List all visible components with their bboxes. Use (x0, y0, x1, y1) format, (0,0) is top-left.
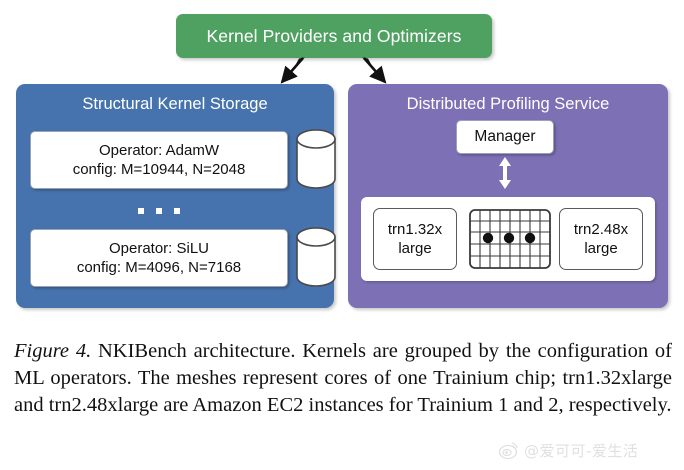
ellipsis-dot (174, 208, 180, 214)
connector-green-to-storage (280, 57, 305, 84)
ellipsis-indicator (30, 202, 288, 220)
kernel-providers-label: Kernel Providers and Optimizers (206, 25, 462, 46)
panel-storage-title: Structural Kernel Storage (82, 95, 268, 113)
core-mesh-icon (469, 209, 551, 269)
instance-trn2-line1: trn2.48x (573, 221, 629, 238)
figure-diagram: Kernel Providers and Optimizers Structur… (16, 14, 668, 308)
figure-caption-text: NKIBench architecture. Kernels are group… (14, 340, 672, 416)
instance-trn1-line1: trn1.32x (387, 221, 443, 238)
panel-profiling-title: Distributed Profiling Service (406, 95, 610, 113)
ellipsis-dot (138, 208, 144, 214)
figure-caption: Figure 4. NKIBench architecture. Kernels… (14, 338, 672, 419)
operator-card-adamw-operator: Operator: AdamW (98, 142, 220, 159)
instance-trn2-line2: large (584, 240, 618, 257)
ellipsis-dot (156, 208, 162, 214)
figure-caption-label: Figure 4. (14, 340, 92, 362)
instance-trn2-48xlarge: trn2.48x large (559, 208, 643, 270)
manager-label: Manager (474, 128, 536, 145)
mesh-dot (482, 232, 494, 244)
operator-card-silu-config: config: M=4096, N=7168 (76, 259, 242, 276)
instance-trn1-32xlarge: trn1.32x large (373, 208, 457, 270)
manager-link-arrow-icon (499, 157, 511, 189)
weibo-icon (498, 442, 518, 460)
instances-container: trn1.32x large (361, 197, 655, 281)
operator-card-adamw: Operator: AdamW config: M=10944, N=2048 (30, 131, 288, 189)
instance-trn1-line2: large (398, 240, 432, 257)
database-cylinder-icon (296, 227, 336, 287)
mesh-dot (503, 232, 515, 244)
operator-card-silu: Operator: SiLU config: M=4096, N=7168 (30, 229, 288, 287)
manager-node: Manager (456, 120, 554, 154)
watermark: @爱可可-爱生活 (498, 437, 674, 463)
connector-green-to-profiling (362, 57, 387, 84)
kernel-providers-node: Kernel Providers and Optimizers (176, 14, 492, 58)
database-cylinder-icon (296, 129, 336, 189)
watermark-handle: @爱可可-爱生活 (524, 441, 639, 460)
operator-card-silu-operator: Operator: SiLU (108, 240, 210, 257)
operator-card-adamw-config: config: M=10944, N=2048 (72, 161, 246, 178)
panel-distributed-profiling-service: Distributed Profiling Service Manager tr… (348, 84, 668, 308)
mesh-dot (524, 232, 536, 244)
panel-structural-kernel-storage: Structural Kernel Storage Operator: Adam… (16, 84, 336, 308)
